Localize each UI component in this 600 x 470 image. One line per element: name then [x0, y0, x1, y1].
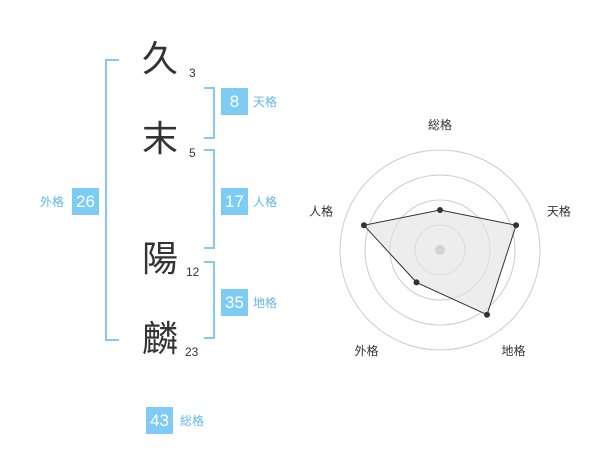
soukaku-value-badge: 43 — [146, 407, 173, 434]
stroke-count-4: 23 — [185, 345, 199, 359]
stroke-count-3: 12 — [186, 265, 200, 279]
radar-point-3 — [484, 311, 491, 318]
radar-axis-label-3: 地格 — [501, 343, 525, 358]
radar-axis-label-2: 天格 — [547, 203, 571, 218]
tenkaku-bracket — [204, 87, 215, 139]
tenkaku-label: 天格 — [253, 95, 278, 109]
radar-center-dot — [435, 245, 445, 255]
name-char-1: 久 — [141, 39, 178, 80]
radar-point-4 — [413, 279, 420, 286]
name-char-4: 麟 — [141, 319, 178, 360]
radar-value-polygon — [362, 209, 517, 316]
jinkaku-bracket — [204, 149, 215, 249]
jinkaku-label: 人格 — [253, 195, 278, 209]
radar-grid-ring-4 — [339, 149, 541, 351]
stroke-count-1: 3 — [189, 66, 196, 80]
chikaku-label: 地格 — [253, 296, 278, 310]
tenkaku-value-badge: 8 — [221, 88, 248, 115]
radar-axis-label-4: 外格 — [354, 343, 378, 358]
gaikaku-bracket — [105, 59, 119, 341]
chikaku-bracket — [204, 261, 215, 339]
jinkaku-value-badge: 17 — [221, 188, 248, 215]
name-char-3: 陽 — [141, 239, 178, 280]
name-char-2: 末 — [141, 119, 178, 160]
radar-axis-label-1: 総格 — [428, 117, 452, 132]
gaikaku-value-badge: 26 — [72, 188, 99, 215]
soukaku-label: 総格 — [180, 414, 205, 428]
radar-grid-ring-3 — [364, 174, 516, 326]
gaikaku-label: 外格 — [40, 195, 65, 209]
radar-point-2 — [513, 222, 520, 229]
radar-point-1 — [437, 207, 443, 213]
stroke-count-2: 5 — [189, 146, 196, 160]
radar-axis-label-5: 人格 — [309, 203, 333, 218]
chikaku-value-badge: 35 — [221, 289, 248, 316]
radar-point-5 — [360, 222, 367, 229]
bracket-lines — [105, 59, 215, 341]
